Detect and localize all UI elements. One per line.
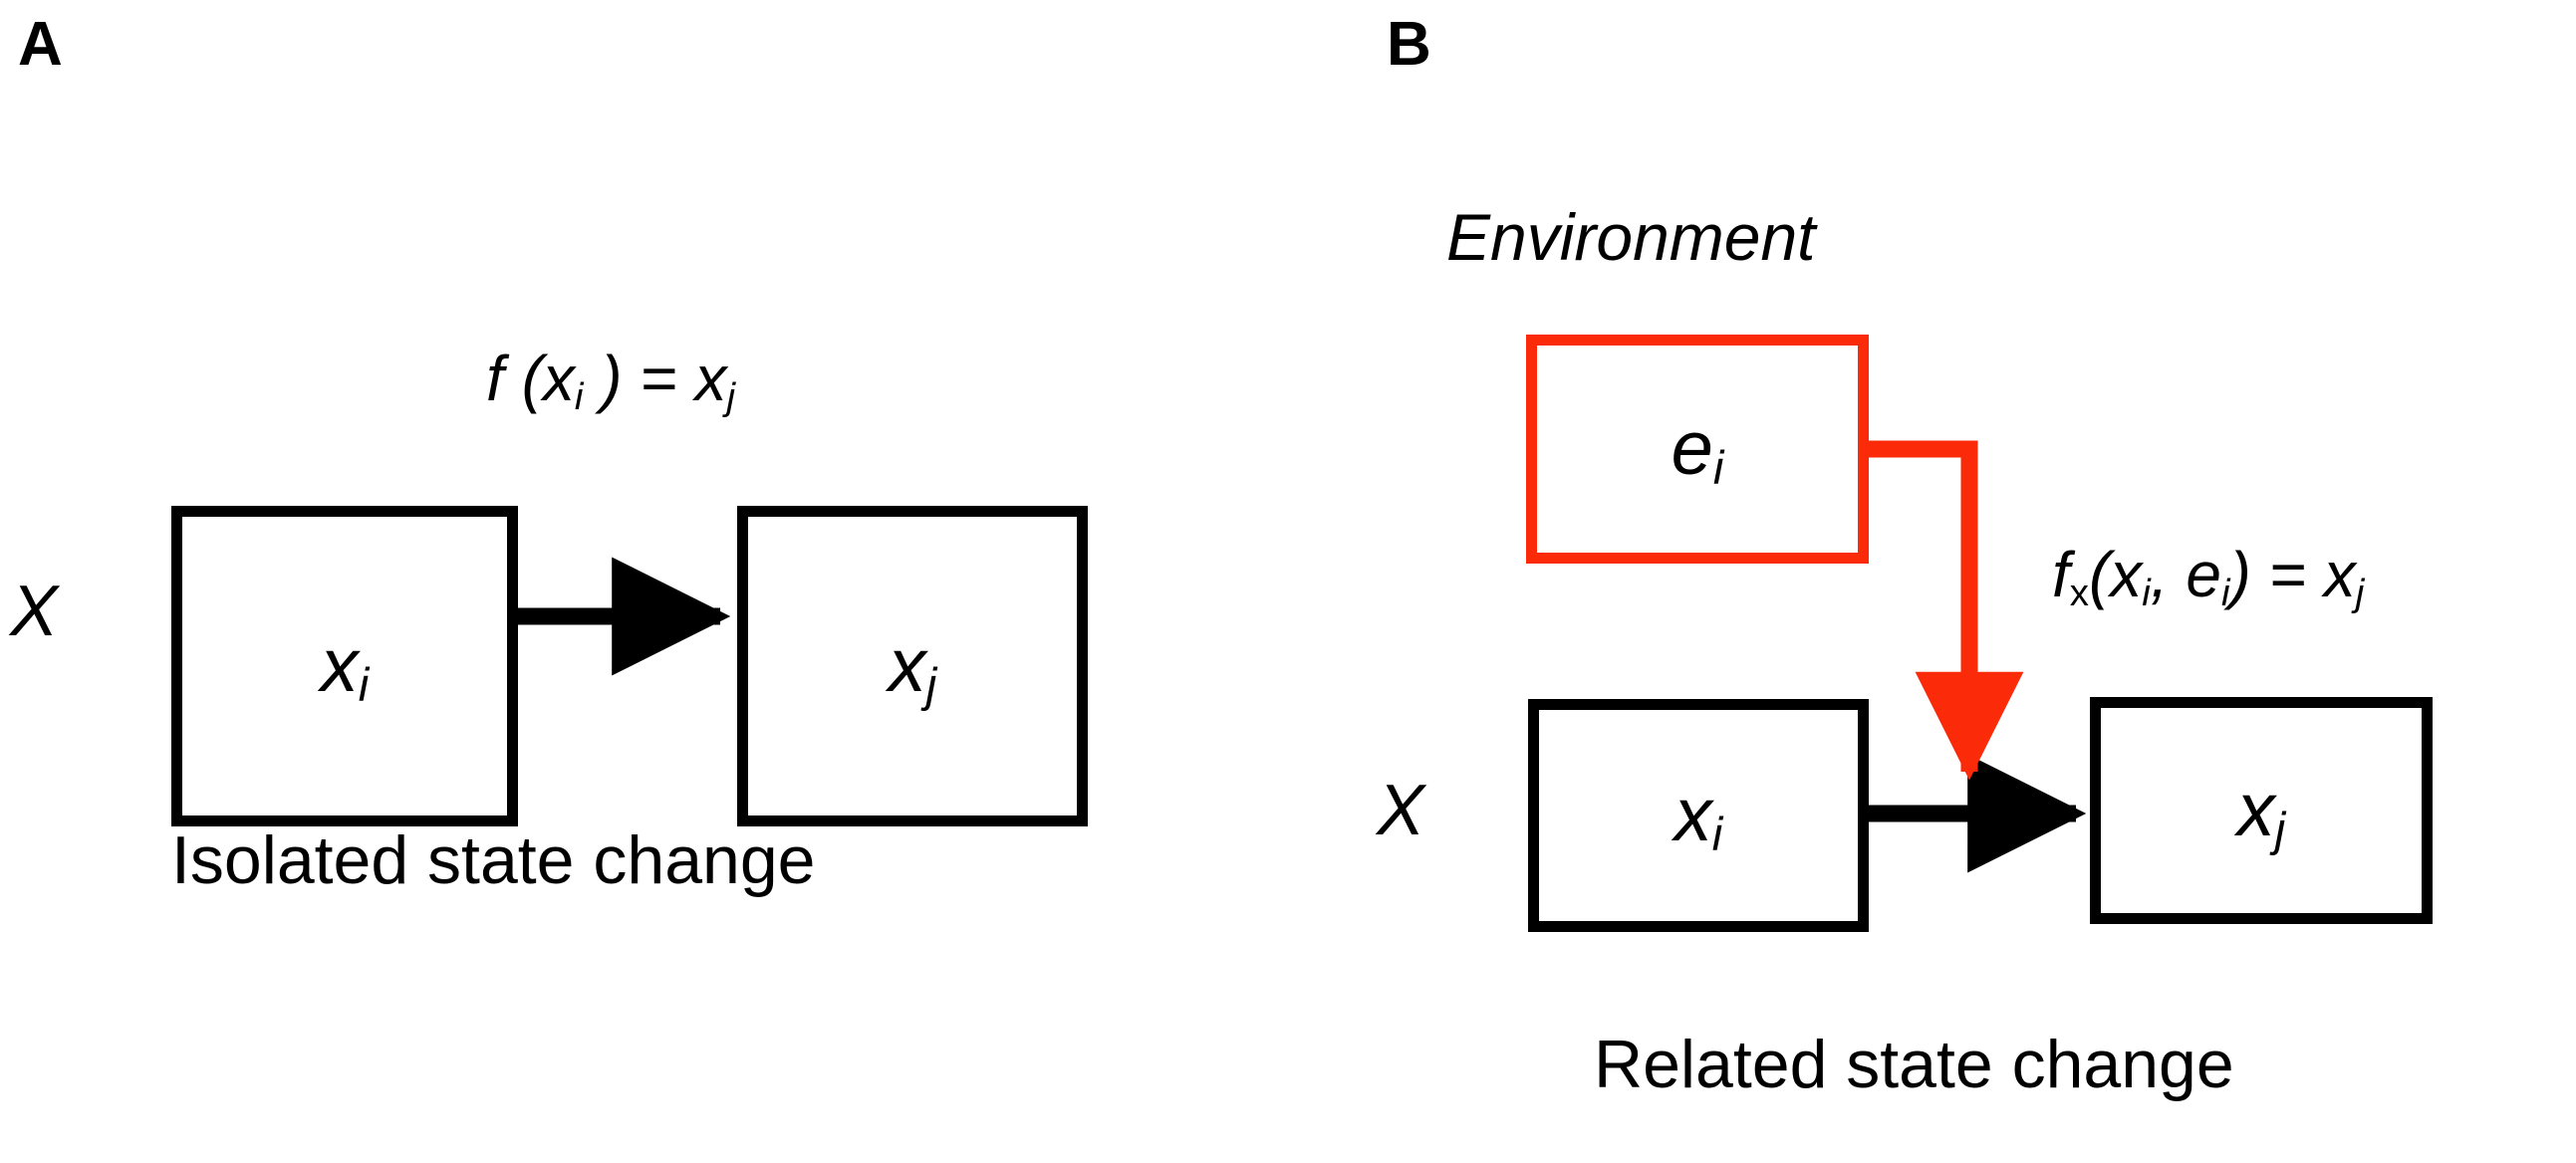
formula-a-fn: f bbox=[486, 343, 504, 414]
panel-a-box-xi-label: xi bbox=[320, 623, 370, 712]
panel-letter-a: A bbox=[18, 10, 63, 79]
formula-b-fn-sub: x bbox=[2069, 572, 2089, 615]
panel-b-box-xj-label: xj bbox=[2236, 768, 2286, 856]
panel-b-environment-arrow bbox=[1869, 440, 2024, 781]
panel-a-formula: f (xi ) = xj bbox=[486, 347, 735, 416]
panel-b-environment-label: Environment bbox=[1446, 200, 1816, 274]
panel-letter-b: B bbox=[1387, 10, 1431, 79]
formula-a-result-base: x bbox=[694, 343, 727, 414]
panel-b-box-xi-label: xi bbox=[1674, 773, 1723, 861]
formula-b-equals: = bbox=[2250, 539, 2324, 610]
formula-b-result-base: x bbox=[2323, 539, 2356, 610]
formula-b-result-sub: j bbox=[2355, 572, 2365, 615]
formula-a-arg1-base: x bbox=[542, 343, 575, 414]
formula-b-arg1-sub: i bbox=[2142, 572, 2151, 615]
panel-b-set-label: X bbox=[1377, 771, 1425, 850]
formula-a-arg1-sub: i bbox=[574, 375, 584, 419]
formula-b-arg1-base: x bbox=[2110, 539, 2143, 610]
panel-b-box-xj[interactable]: xj bbox=[2090, 697, 2433, 924]
panel-a-box-xj[interactable]: xj bbox=[737, 506, 1088, 826]
formula-b-comma: , bbox=[2150, 539, 2187, 610]
formula-b-fn: f bbox=[2052, 539, 2070, 610]
formula-b-arg2-sub: i bbox=[2220, 572, 2230, 615]
panel-b-caption: Related state change bbox=[1594, 1027, 2234, 1102]
formula-b-open: ( bbox=[2088, 539, 2111, 610]
formula-a-open: ( bbox=[503, 343, 543, 414]
panel-b-box-ei[interactable]: ei bbox=[1526, 335, 1869, 564]
formula-b-close: ) bbox=[2229, 539, 2251, 610]
panel-a-set-label: X bbox=[10, 572, 59, 651]
panel-a-box-xj-label: xj bbox=[888, 623, 937, 712]
formula-a-equals: = bbox=[622, 343, 695, 414]
panel-a-caption: Isolated state change bbox=[171, 822, 816, 898]
panel-b-box-ei-label: ei bbox=[1671, 406, 1724, 495]
panel-b-formula: fx(xi, ei) = xj bbox=[2052, 543, 2364, 612]
formula-a-result-sub: j bbox=[726, 375, 735, 419]
panel-a-box-xi[interactable]: xi bbox=[171, 506, 518, 826]
formula-b-arg2-base: e bbox=[2186, 539, 2221, 610]
formula-a-close: ) bbox=[583, 343, 623, 414]
panel-b-box-xi[interactable]: xi bbox=[1528, 699, 1869, 932]
